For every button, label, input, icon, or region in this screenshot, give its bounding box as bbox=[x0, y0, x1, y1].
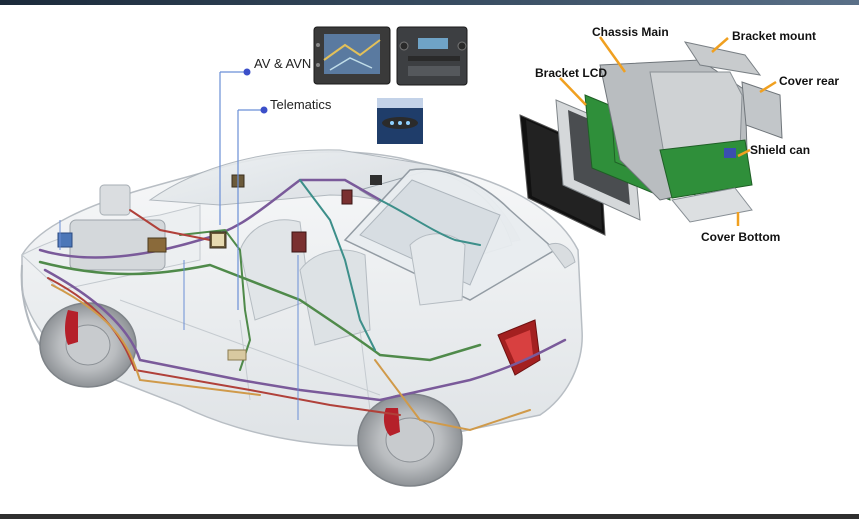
bracket-mount-label: Bracket mount bbox=[732, 29, 817, 43]
cover-bottom-label: Cover Bottom bbox=[701, 230, 781, 244]
av-avn-label: AV & AVN bbox=[254, 56, 312, 71]
bracket-lcd-label: Bracket LCD bbox=[535, 66, 608, 80]
car-modules bbox=[57, 174, 382, 361]
av-audio-unit bbox=[396, 26, 468, 86]
top-accent-bar bbox=[0, 0, 859, 5]
rear-wheel bbox=[357, 393, 463, 487]
bottom-accent-bar bbox=[0, 514, 859, 519]
chassis-main-label: Chassis Main bbox=[592, 25, 669, 39]
exploded-head-unit bbox=[519, 36, 783, 236]
telematics-unit bbox=[377, 98, 423, 144]
car-body bbox=[20, 149, 583, 447]
shield-can-label: Shield can bbox=[750, 143, 811, 157]
telematics-label: Telematics bbox=[270, 97, 332, 112]
telematics-dot-icon bbox=[260, 106, 268, 114]
av-avn-dot-icon bbox=[243, 68, 251, 76]
front-wheel bbox=[39, 302, 137, 388]
avn-navigation-unit bbox=[313, 26, 391, 85]
cover-rear-label: Cover rear bbox=[779, 74, 840, 88]
callout-lines bbox=[59, 68, 299, 420]
wiring-harness bbox=[38, 178, 567, 432]
